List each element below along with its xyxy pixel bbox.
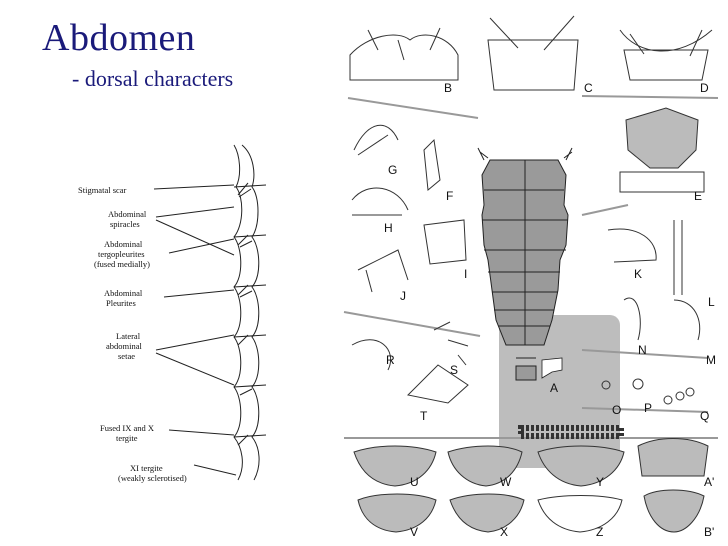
highlight-box bbox=[499, 315, 620, 468]
letter-b: B bbox=[444, 81, 453, 95]
letter-i: I bbox=[464, 267, 468, 281]
letter-w: W bbox=[500, 475, 512, 489]
letter-r: R bbox=[386, 353, 395, 367]
label-pleurites-2: Pleurites bbox=[106, 298, 136, 308]
letter-t: T bbox=[420, 409, 428, 423]
letter-p: P bbox=[644, 401, 653, 415]
letter-z: Z bbox=[596, 525, 604, 539]
lateral-abdomen-drawing bbox=[153, 144, 267, 481]
lateral-abdomen-diagram: Stigmatal scar Abdominal spiracles Abdom… bbox=[78, 135, 267, 500]
letter-n: N bbox=[638, 343, 647, 357]
letter-u: U bbox=[410, 475, 419, 489]
letter-b-prime: B' bbox=[704, 525, 715, 539]
letter-m: M bbox=[706, 353, 716, 367]
figure-panel: B C D G F E H I K J L N R M S A O P Q T … bbox=[338, 0, 728, 546]
label-abdominal-spiracles-2: spiracles bbox=[110, 219, 140, 229]
label-xi-tergite-1: XI tergite bbox=[130, 463, 163, 473]
label-pleurites-1: Abdominal bbox=[104, 288, 143, 298]
label-xi-tergite-2: (weakly sclerotised) bbox=[118, 473, 187, 483]
label-stigmatal-scar: Stigmatal scar bbox=[78, 185, 127, 195]
label-fused-ix-x-2: tergite bbox=[116, 433, 138, 443]
label-lateral-setae-1: Lateral bbox=[116, 331, 141, 341]
letter-v: V bbox=[410, 525, 419, 539]
letter-e: E bbox=[694, 189, 703, 203]
label-lateral-setae-3: setae bbox=[118, 351, 135, 361]
figure-drawings bbox=[343, 15, 719, 533]
letter-a-prime: A' bbox=[704, 475, 715, 489]
letter-g: G bbox=[388, 163, 398, 177]
label-tergopleurites-3: (fused medially) bbox=[94, 259, 150, 269]
label-fused-ix-x-1: Fused IX and X bbox=[100, 423, 155, 433]
letter-l: L bbox=[708, 295, 715, 309]
letter-o: O bbox=[612, 403, 622, 417]
letter-q: Q bbox=[700, 409, 710, 423]
letter-j: J bbox=[400, 289, 406, 303]
label-tergopleurites-2: tergopleurites bbox=[98, 249, 145, 259]
letter-d: D bbox=[700, 81, 709, 95]
letter-a: A bbox=[550, 381, 559, 395]
label-tergopleurites-1: Abdominal bbox=[104, 239, 143, 249]
letter-y: Y bbox=[596, 475, 605, 489]
letter-f: F bbox=[446, 189, 454, 203]
letter-x: X bbox=[500, 525, 509, 539]
label-abdominal-spiracles-1: Abdominal bbox=[108, 209, 147, 219]
letter-c: C bbox=[584, 81, 593, 95]
subtitle: - dorsal characters bbox=[72, 66, 234, 91]
letter-k: K bbox=[634, 267, 643, 281]
letter-h: H bbox=[384, 221, 393, 235]
letter-s: S bbox=[450, 363, 459, 377]
label-lateral-setae-2: abdominal bbox=[106, 341, 142, 351]
title: Abdomen bbox=[42, 17, 196, 59]
